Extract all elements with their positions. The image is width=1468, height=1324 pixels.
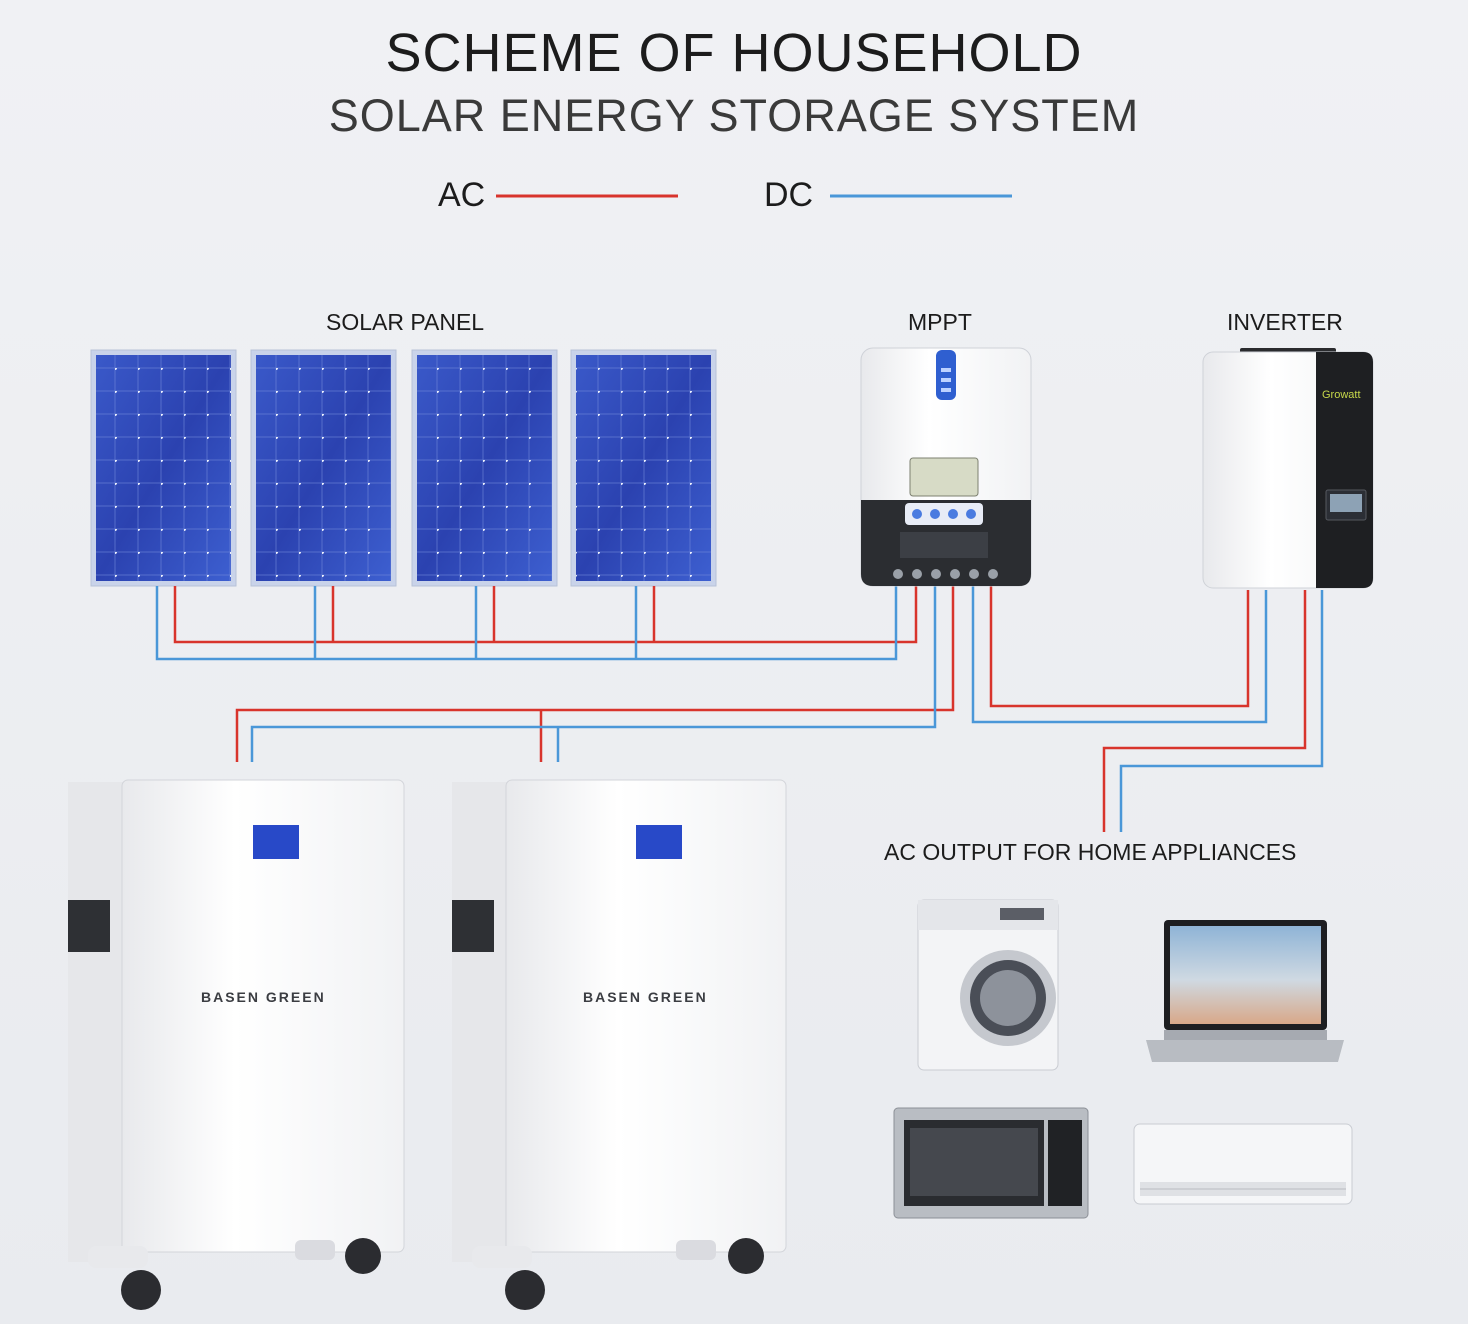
solar-panel-icon — [90, 349, 717, 587]
mppt-label: MPPT — [908, 309, 972, 335]
laptop-icon — [1146, 920, 1344, 1062]
solar-panel-label: SOLAR PANEL — [326, 309, 485, 335]
battery-brand: BASEN GREEN — [201, 989, 326, 1005]
legend-ac-label: AC — [438, 176, 486, 214]
air-conditioner-icon — [1133, 1123, 1353, 1205]
washing-machine-icon — [917, 899, 1059, 1071]
wiring — [155, 586, 1324, 832]
ac-output-label: AC OUTPUT FOR HOME APPLIANCES — [884, 839, 1297, 865]
inverter-brand: Growatt — [1322, 389, 1361, 401]
page-subtitle: SOLAR ENERGY STORAGE SYSTEM — [328, 90, 1140, 141]
mppt-controller-icon — [860, 347, 1032, 587]
legend-dc-label: DC — [764, 176, 814, 214]
battery-brand-2: BASEN GREEN — [583, 989, 708, 1005]
microwave-icon — [893, 1107, 1089, 1219]
page-title: SCHEME OF HOUSEHOLD — [385, 23, 1083, 83]
inverter-label: INVERTER — [1227, 309, 1343, 335]
battery-cabinet-icon: BASEN GREEN BASEN GREEN — [68, 779, 787, 1310]
inverter-icon: Growatt — [1202, 348, 1374, 589]
